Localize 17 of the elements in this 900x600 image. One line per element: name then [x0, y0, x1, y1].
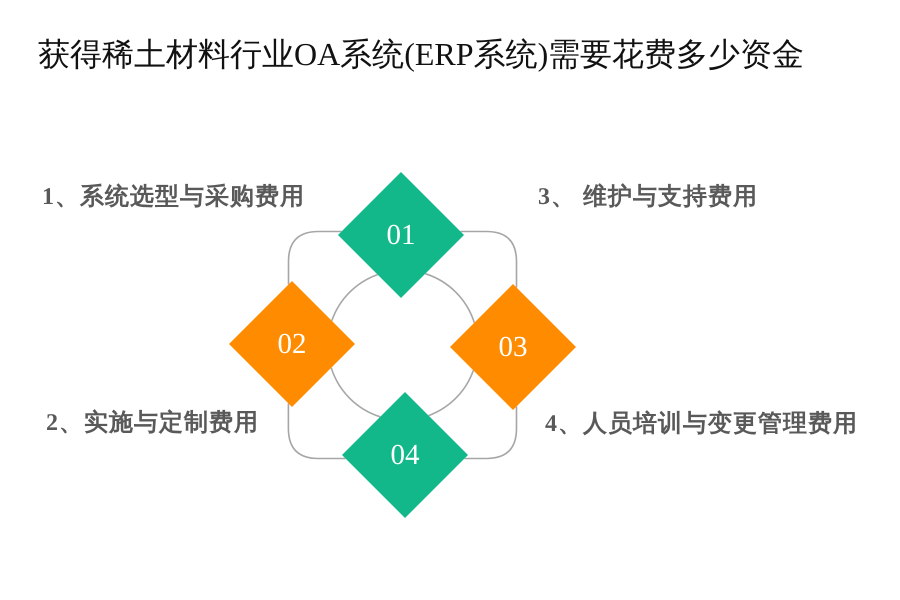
- number-diamond: 02: [229, 281, 355, 407]
- item-label: 2、实施与定制费用: [46, 408, 259, 438]
- connector-line: [464, 406, 518, 460]
- connector-line: [288, 403, 346, 460]
- connector-line: [428, 370, 474, 416]
- connector-line: [331, 274, 378, 322]
- item-label: 1、系统选型与采购费用: [42, 182, 305, 212]
- item-label: 4、人员培训与变更管理费用: [545, 409, 858, 439]
- number-diamond: 03: [450, 284, 576, 410]
- number-diamond: 04: [342, 392, 468, 518]
- item-label: 3、 维护与支持费用: [538, 182, 758, 212]
- connector-line: [460, 230, 518, 288]
- number-diamond: 01: [338, 172, 464, 298]
- connector-line: [425, 272, 476, 323]
- connector-line: [288, 230, 342, 284]
- title: 获得稀土材料行业OA系统(ERP系统)需要花费多少资金: [38, 35, 804, 74]
- connector-line: [330, 368, 380, 418]
